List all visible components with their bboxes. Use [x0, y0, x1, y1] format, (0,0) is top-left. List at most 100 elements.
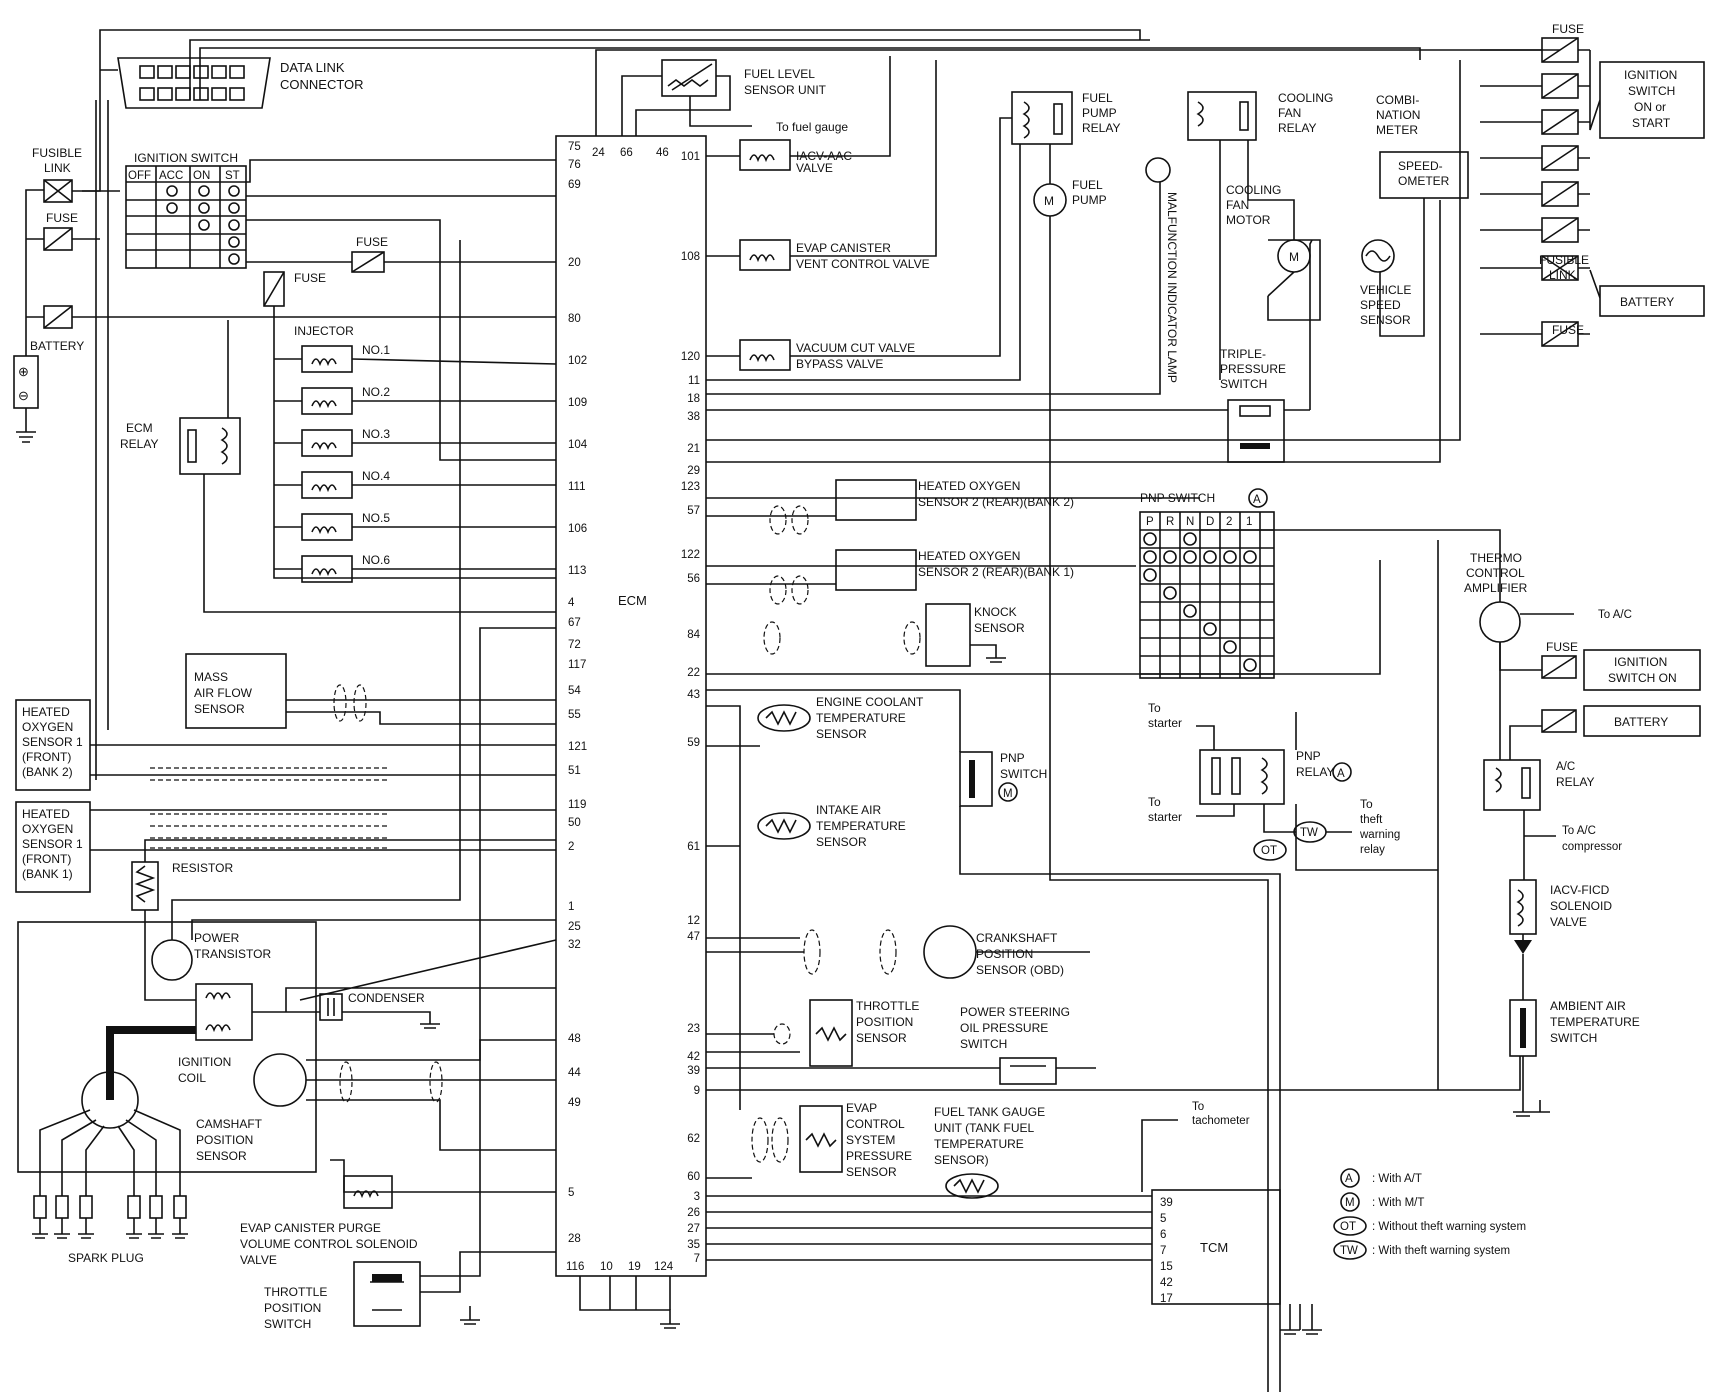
injectors: INJECTOR NO.1NO.2NO.3NO.4NO.5NO.6 [274, 324, 557, 583]
svg-text:SWITCH: SWITCH [1628, 84, 1675, 98]
svg-text:(BANK 2): (BANK 2) [22, 765, 73, 779]
svg-text:TW: TW [1300, 827, 1318, 839]
legend-symbol [1340, 1192, 1360, 1212]
ho2-front-bank2: HEATED OXYGEN SENSOR 1 (FRONT) (BANK 2) [15, 699, 91, 791]
svg-text:PNP: PNP [1000, 751, 1025, 765]
evap-vent-valve: EVAP CANISTER VENT CONTROL VALVE [739, 239, 930, 271]
spark-plug [33, 1195, 47, 1219]
svg-text:UNIT (TANK FUEL: UNIT (TANK FUEL [934, 1121, 1035, 1135]
power-steering-switch: POWER STEERING OIL PRESSURE SWITCH [960, 1005, 1070, 1085]
svg-text:POSITION: POSITION [264, 1301, 321, 1315]
svg-text:BYPASS VALVE: BYPASS VALVE [796, 357, 883, 371]
ecm-pin-label: 32 [568, 939, 581, 951]
svg-text:ON or: ON or [1634, 100, 1666, 114]
svg-text:SYSTEM: SYSTEM [846, 1133, 895, 1147]
ecm-pin-label: 123 [681, 481, 700, 493]
svg-text:OIL PRESSURE: OIL PRESSURE [960, 1021, 1048, 1035]
svg-text:START: START [1632, 116, 1671, 130]
tcm-pin-label: 17 [1160, 1293, 1173, 1305]
ecm-pin-label: 24 [592, 147, 605, 159]
svg-text:MALFUNCTION INDICATOR LAMP: MALFUNCTION INDICATOR LAMP [1165, 192, 1179, 383]
ignition-coil: IGNITION COIL [178, 983, 253, 1085]
svg-text:A/C: A/C [1556, 761, 1575, 773]
legend-symbol-text: A [1345, 1173, 1353, 1185]
svg-text:OT: OT [1261, 845, 1277, 857]
ecm-pin-label: 106 [568, 523, 587, 535]
svg-text:FUSE: FUSE [294, 271, 326, 285]
legend-text: : With M/T [1372, 1197, 1424, 1209]
ecm-pin-label: 1 [568, 901, 574, 913]
combination-meter: COMBI- NATION METER SPEED- OMETER [1376, 93, 1469, 199]
svg-text:VALVE: VALVE [796, 161, 833, 175]
svg-text:ENGINE COOLANT: ENGINE COOLANT [816, 695, 924, 709]
svg-text:OMETER: OMETER [1398, 174, 1450, 188]
fuel-pump-relay: FUEL PUMP RELAY [1011, 91, 1120, 145]
injector-number: NO.5 [362, 511, 390, 525]
svg-text:TEMPERATURE: TEMPERATURE [1550, 1015, 1640, 1029]
svg-text:SENSOR 2 (REAR)(BANK 1): SENSOR 2 (REAR)(BANK 1) [918, 565, 1074, 579]
injector-number: NO.3 [362, 427, 390, 441]
tcm-pin-label: 15 [1160, 1261, 1173, 1273]
svg-text:SOLENOID: SOLENOID [1550, 899, 1612, 913]
ho2-rear-bank1: HEATED OXYGEN SENSOR 2 (REAR)(BANK 1) [769, 549, 1074, 605]
battery-right-1: BATTERY [1599, 285, 1705, 317]
svg-text:FUSIBLE: FUSIBLE [32, 146, 82, 160]
svg-text:TEMPERATURE: TEMPERATURE [816, 819, 906, 833]
svg-text:IGNITION: IGNITION [178, 1055, 231, 1069]
triple-pressure-switch: TRIPLE- PRESSURE SWITCH [1220, 347, 1286, 463]
svg-text:A: A [1337, 768, 1345, 780]
svg-text:RESISTOR: RESISTOR [172, 861, 233, 875]
ecm-pin-label: 119 [568, 799, 586, 811]
ecm-pin-label: 42 [687, 1051, 700, 1063]
svg-text:SWITCH: SWITCH [1550, 1031, 1597, 1045]
cooling-fan-motor: COOLING FAN MOTOR M [1226, 183, 1321, 297]
svg-text:SENSOR: SENSOR [974, 621, 1025, 635]
svg-text:SENSOR: SENSOR [196, 1149, 247, 1163]
svg-text:starter: starter [1148, 716, 1182, 730]
svg-text:FUSE: FUSE [1546, 640, 1578, 654]
svg-text:To A/C: To A/C [1562, 825, 1596, 837]
svg-text:SENSOR: SENSOR [1360, 313, 1411, 327]
malfunction-indicator-lamp: MALFUNCTION INDICATOR LAMP [1145, 157, 1179, 383]
main-wiring [82, 29, 1560, 1392]
svg-text:IGNITION: IGNITION [1624, 68, 1677, 82]
svg-text:MOTOR: MOTOR [1226, 213, 1271, 227]
ecm-pin-label: 39 [687, 1065, 700, 1077]
ecm-left-pin-labels: 7576692080102109104111106113467721175455… [568, 141, 588, 1245]
evap-purge-valve: EVAP CANISTER PURGE VOLUME CONTROL SOLEN… [240, 1175, 418, 1267]
ecm-pin-label: 76 [568, 159, 581, 171]
ecm-pin-label: 28 [568, 1233, 581, 1245]
legend-text: : With A/T [1372, 1173, 1422, 1185]
svg-text:TRANSISTOR: TRANSISTOR [194, 947, 271, 961]
ecm-pin-label: 116 [566, 1261, 584, 1273]
svg-text:FUEL TANK GAUGE: FUEL TANK GAUGE [934, 1105, 1045, 1119]
svg-text:To: To [1148, 701, 1161, 715]
ignition-on-or-start-box: IGNITION SWITCH ON or START [1599, 61, 1705, 139]
svg-text:COOLING: COOLING [1226, 183, 1281, 197]
svg-text:HEATED OXYGEN: HEATED OXYGEN [918, 549, 1020, 563]
svg-text:VALVE: VALVE [240, 1253, 277, 1267]
svg-text:tachometer: tachometer [1192, 1115, 1250, 1127]
svg-text:ST: ST [225, 170, 240, 182]
svg-text:(FRONT): (FRONT) [22, 852, 71, 866]
svg-text:COOLING: COOLING [1278, 91, 1333, 105]
svg-text:CONTROL: CONTROL [846, 1117, 905, 1131]
ecm-pin-label: 46 [656, 147, 669, 159]
svg-text:CONDENSER: CONDENSER [348, 991, 425, 1005]
svg-text:COMBI-: COMBI- [1376, 93, 1419, 107]
intake-air-temp-sensor: INTAKE AIR TEMPERATURE SENSOR [757, 803, 906, 849]
injector-coil [301, 513, 353, 541]
ecm-pin-label: 48 [568, 1033, 581, 1045]
svg-text:⊖: ⊖ [18, 388, 29, 403]
svg-text:PRESSURE: PRESSURE [1220, 362, 1286, 376]
svg-text:SPEED-: SPEED- [1398, 159, 1443, 173]
ignition-switch: IGNITION SWITCH OFF ACC ON ST [125, 151, 247, 269]
svg-text:M: M [1003, 788, 1013, 800]
svg-text:TRIPLE-: TRIPLE- [1220, 347, 1266, 361]
ecm-pin-label: 4 [568, 597, 575, 609]
tcm-pin-label: 39 [1160, 1197, 1173, 1209]
ecm-pin-label: 69 [568, 179, 581, 191]
ecm-label: ECM [618, 593, 647, 608]
svg-text:SENSOR 1: SENSOR 1 [22, 837, 83, 851]
